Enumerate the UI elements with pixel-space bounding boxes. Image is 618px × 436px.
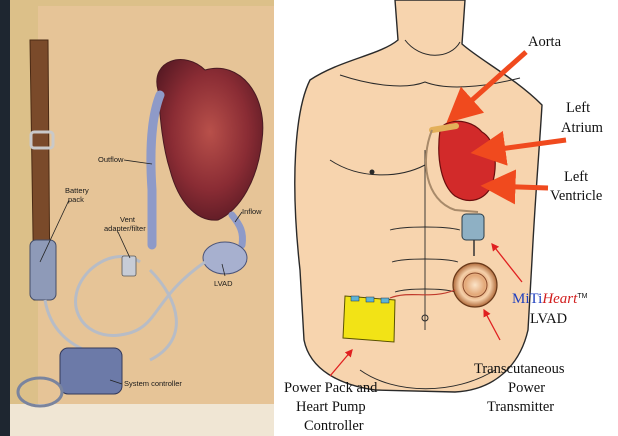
power-pack-label-line2: Heart Pump	[296, 399, 366, 415]
lvad-right-label: LVAD	[530, 311, 567, 327]
brand-tm-text: TM	[577, 293, 587, 300]
transcutaneous-coil	[453, 263, 497, 307]
battery-pack-label-line2: pack	[68, 195, 84, 204]
nipple-left	[370, 170, 375, 175]
miti-pump-body	[462, 214, 484, 240]
left-dark-edge	[0, 0, 10, 436]
left-ventricle-label-line1: Left	[564, 169, 588, 185]
power-pack-slot-2	[366, 297, 374, 302]
vent-adapter-filter	[122, 256, 136, 276]
vent-label-line1: Vent	[120, 215, 136, 224]
left-ventricle-label-line2: Ventricle	[550, 188, 602, 204]
power-pack-label-line3: Controller	[304, 418, 364, 434]
vent-label-line2: adapter/filter	[104, 224, 146, 233]
lvad-pump	[203, 242, 247, 274]
brand-heart-text: Heart	[541, 291, 578, 307]
aorta-vessel	[432, 126, 456, 130]
system-controller	[60, 348, 122, 394]
transmitter-label-line3: Transmitter	[487, 399, 554, 415]
aorta-label: Aorta	[528, 34, 562, 50]
left-illustration: Outflow Battery pack Vent adapter/filter…	[0, 0, 274, 436]
left-atrium-label-line1: Left	[566, 100, 590, 116]
outflow-label: Outflow	[98, 155, 124, 164]
left-bottom-strip	[10, 404, 274, 436]
right-illustration: Aorta Left Atrium Left Ventricle MiTiHea…	[278, 0, 618, 436]
system-controller-label: System controller	[124, 379, 182, 388]
battery-pack	[30, 240, 56, 300]
miti-heart-brand: MiTiHeartTM	[512, 291, 588, 307]
left-atrium-label-line2: Atrium	[561, 120, 604, 136]
battery-pack-label-line1: Battery	[65, 186, 89, 195]
power-pack-label-line1: Power Pack and	[284, 380, 378, 396]
transmitter-label-line2: Power	[508, 380, 545, 396]
power-pack-slot-3	[381, 298, 389, 303]
inflow-label: Inflow	[242, 207, 262, 216]
arrow-left-ventricle	[488, 186, 548, 188]
brand-mi-text: MiTi	[512, 291, 542, 307]
lvad-left-label: LVAD	[214, 279, 233, 288]
transmitter-label-line1: Transcutaneous	[474, 361, 565, 377]
power-pack-slot-1	[351, 296, 359, 301]
